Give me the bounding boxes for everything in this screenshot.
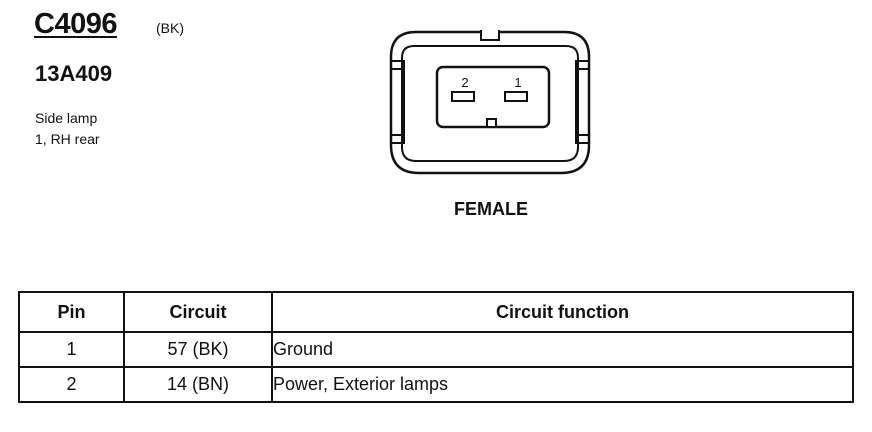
connector-inner-shroud <box>401 45 579 162</box>
pin-terminal-2 <box>451 91 475 102</box>
table-row: 1 57 (BK) Ground <box>18 331 854 368</box>
connector-key-notch <box>486 118 497 128</box>
connector-gender-label: FEMALE <box>454 199 528 219</box>
connector-left-lug <box>390 60 405 144</box>
header-circuit: Circuit <box>123 291 273 333</box>
cell-pin: 2 <box>18 366 125 403</box>
pinout-table: Pin Circuit Circuit function 1 57 (BK) G… <box>18 291 854 403</box>
pin-label-2: 2 <box>461 75 468 90</box>
header-circuit-function: Circuit function <box>271 291 854 333</box>
cell-pin: 1 <box>18 331 125 368</box>
cell-circuit: 14 (BN) <box>123 366 273 403</box>
cell-circuit: 57 (BK) <box>123 331 273 368</box>
connector-id: C4096 <box>34 8 117 40</box>
table-row: 2 14 (BN) Power, Exterior lamps <box>18 366 854 403</box>
pin-label-1: 1 <box>514 75 521 90</box>
connector-latch-tab <box>480 30 500 41</box>
description-line-1: Side lamp <box>35 110 98 126</box>
connector-outer-housing <box>389 30 591 175</box>
pin-terminal-1 <box>504 91 528 102</box>
cell-function: Ground <box>271 331 854 368</box>
cell-function: Power, Exterior lamps <box>271 366 854 403</box>
connector-color-code: (BK) <box>156 20 184 36</box>
header-pin: Pin <box>18 291 125 333</box>
description-line-2: 1, RH rear <box>35 131 100 147</box>
table-header-row: Pin Circuit Circuit function <box>18 291 854 333</box>
part-number: 13A409 <box>35 61 113 86</box>
connector-right-lug <box>575 60 590 144</box>
connector-face-diagram: 2 1 <box>389 30 591 175</box>
